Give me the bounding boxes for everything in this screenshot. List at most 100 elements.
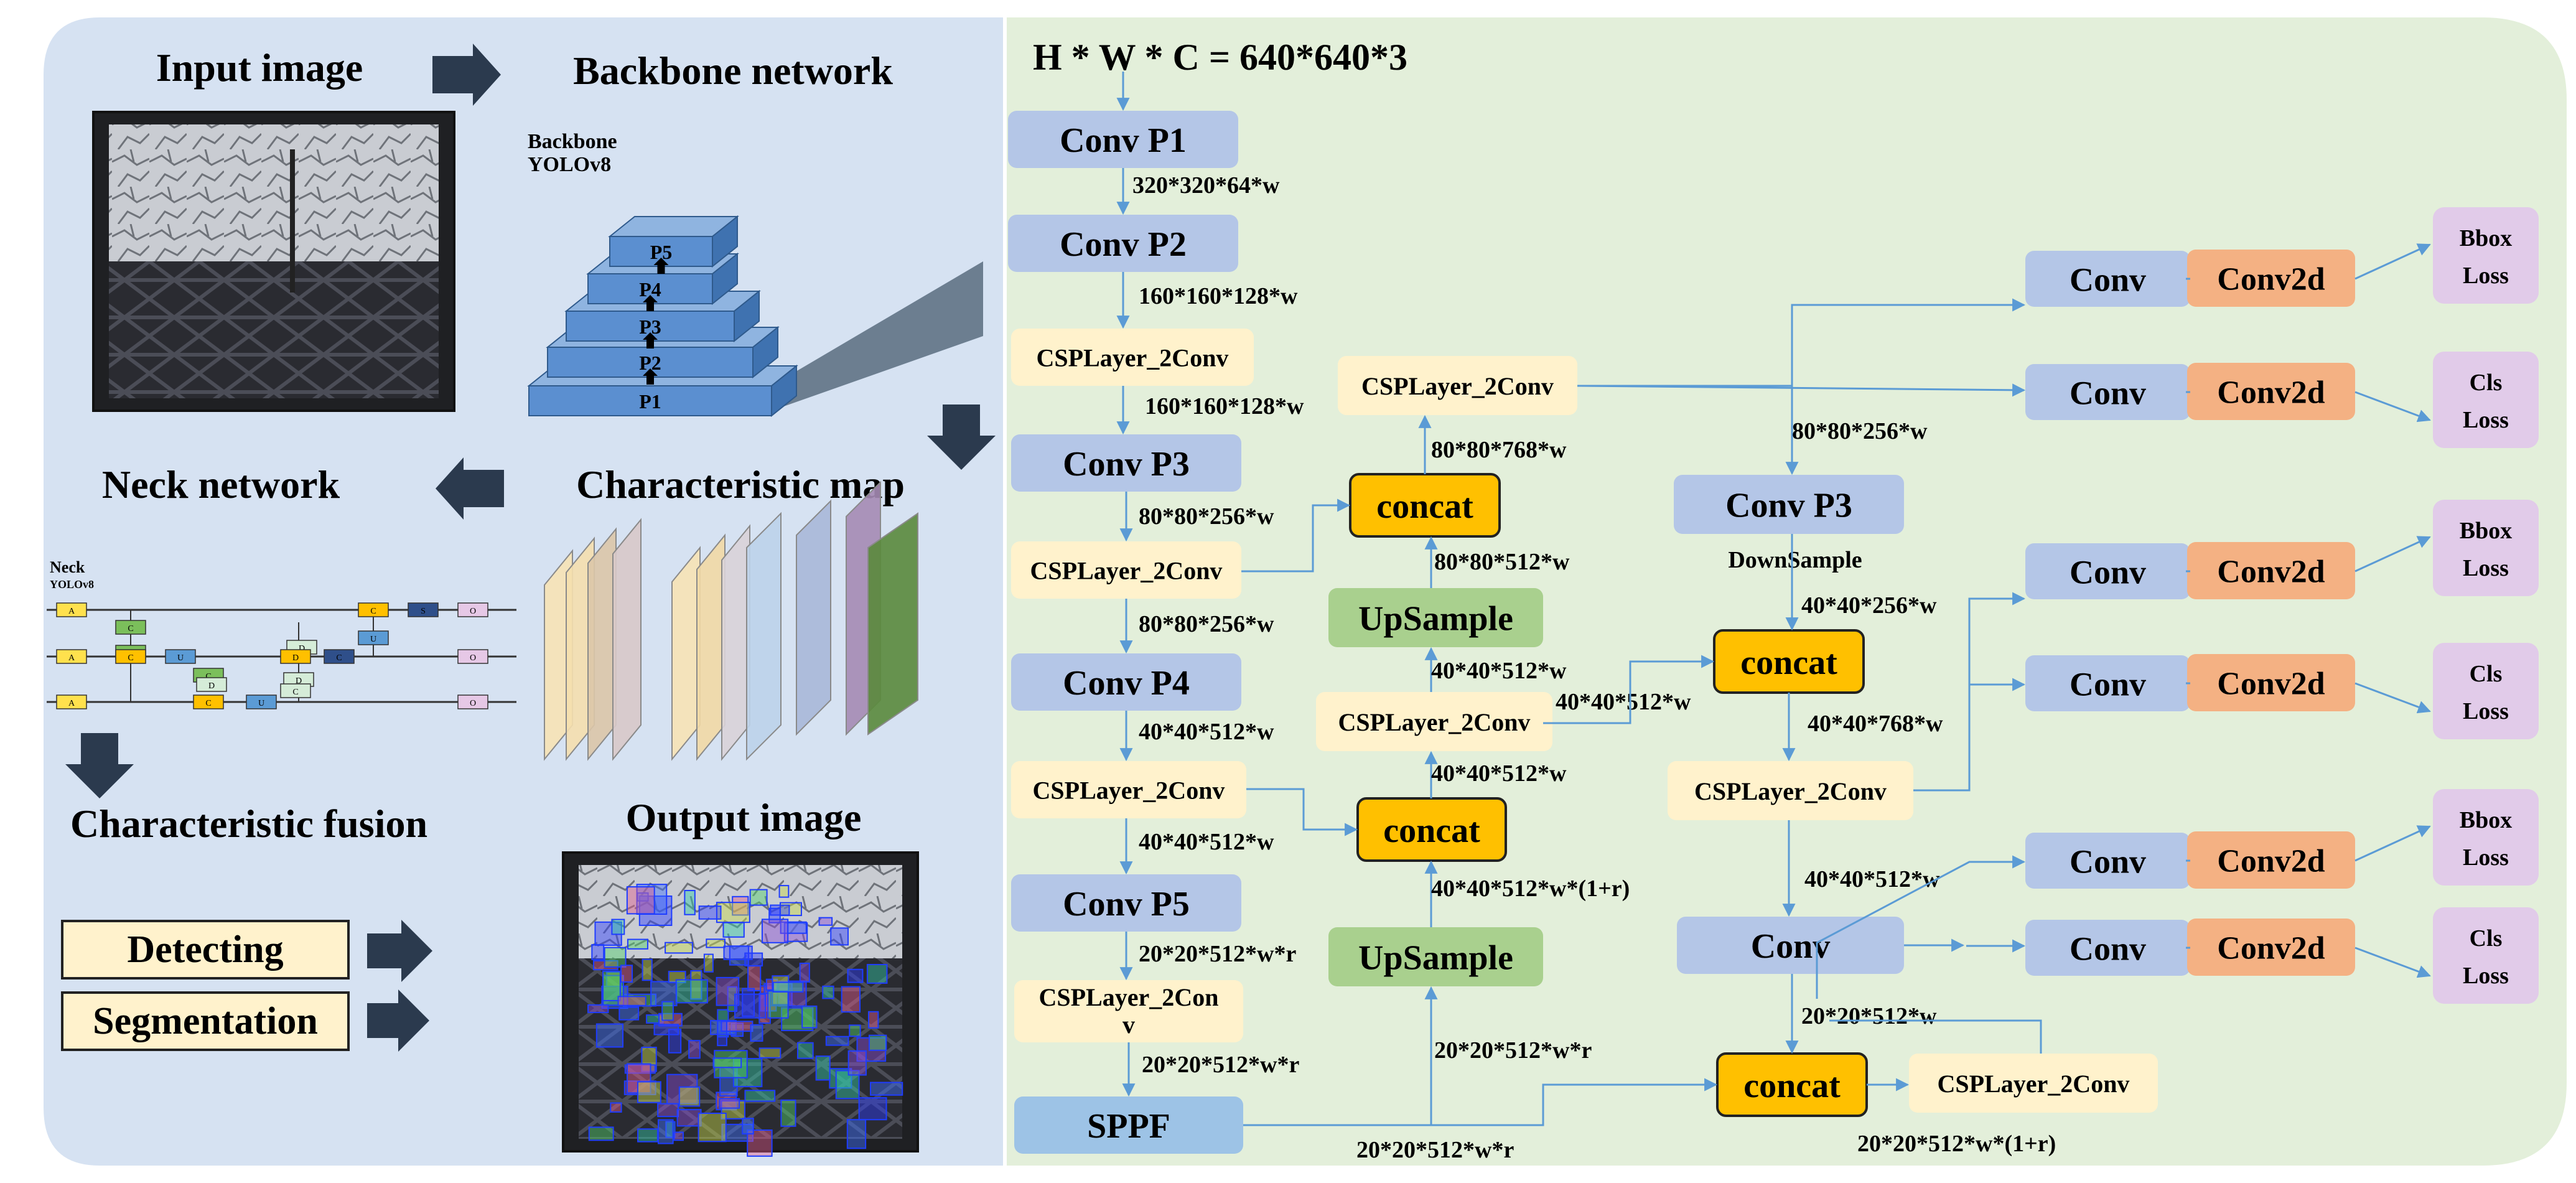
neck-node: A — [56, 649, 87, 664]
detection-box — [706, 938, 726, 948]
neck-node: S — [408, 602, 439, 617]
conv-p3-block: Conv P3 — [1674, 475, 1904, 534]
conv-head-block: Conv — [2025, 543, 2190, 599]
detection-box — [716, 902, 750, 923]
task-detecting: Detecting — [61, 920, 350, 980]
detection-box — [588, 1126, 614, 1141]
svg-text:O: O — [470, 607, 476, 616]
neck-node: C — [193, 694, 224, 709]
detection-box — [703, 953, 714, 973]
concat-block: concat — [1349, 473, 1501, 538]
svg-text:CSPLayer_2Conv: CSPLayer_2Conv — [1938, 1070, 2130, 1098]
detection-box — [799, 962, 810, 983]
detection-box — [587, 1004, 609, 1014]
neck-node: C — [358, 602, 389, 617]
detection-box — [722, 922, 745, 938]
csplayer-block: CSPLayer_2Conv — [1011, 329, 1254, 386]
dimension-label: 40*40*512*w*(1+r) — [1431, 876, 1630, 902]
dimension-label: 80*80*256*w — [1792, 418, 1928, 444]
detection-box — [796, 1042, 814, 1059]
connector-arrow — [2354, 536, 2431, 573]
up-arrow-icon — [643, 295, 658, 311]
feature-map-layer — [721, 524, 750, 761]
svg-text:Conv2d: Conv2d — [2217, 375, 2325, 411]
feature-map-layer — [587, 527, 617, 761]
conv-head-block: Conv — [2025, 364, 2190, 420]
svg-text:Conv: Conv — [2070, 553, 2146, 591]
detection-box — [732, 895, 749, 916]
detection-box — [750, 1024, 763, 1042]
connector-arrow — [2354, 243, 2431, 280]
svg-text:S: S — [421, 607, 426, 616]
conv2d-block: Conv2d — [2187, 919, 2355, 976]
detection-box — [661, 1001, 674, 1021]
characteristic-fusion-title: Characteristic fusion — [70, 802, 427, 846]
detection-box — [618, 1006, 640, 1021]
detection-box — [698, 905, 722, 920]
dimension-label: 20*20*512*w*r — [1434, 1037, 1592, 1064]
input-shape-header: H * W * C = 640*640*3 — [1033, 37, 1407, 78]
dimension-label: 20*20*512*w*r — [1139, 941, 1296, 967]
svg-text:C: C — [205, 672, 211, 681]
detection-box — [617, 996, 646, 1006]
svg-text:CSPLayer_2Conv: CSPLayer_2Conv — [1361, 372, 1554, 400]
detection-box — [744, 1090, 776, 1102]
detection-box — [610, 1102, 622, 1113]
csplayer-block: CSPLayer_2Conv — [1011, 761, 1246, 818]
feature-map-layer — [796, 499, 831, 736]
neck-node: U — [165, 649, 196, 664]
detection-box — [781, 1007, 814, 1031]
backbone-small-label: Backbone — [528, 130, 617, 153]
detection-box — [673, 1131, 684, 1141]
conv-head-block: Conv — [2025, 655, 2190, 711]
detection-box — [870, 1082, 903, 1096]
dimension-label: 40*40*512*w — [1431, 760, 1567, 787]
csplayer-block: CSPLayer_2Conv — [1668, 761, 1913, 820]
detection-box — [730, 1022, 744, 1037]
svg-text:D: D — [208, 681, 215, 691]
svg-text:concat: concat — [1383, 811, 1480, 850]
detection-box — [626, 886, 655, 915]
svg-text:A: A — [68, 653, 75, 663]
neck-node: O — [457, 649, 488, 664]
feature-map-layer — [696, 533, 726, 761]
detection-box — [815, 1055, 831, 1081]
svg-text:Conv: Conv — [2070, 843, 2146, 880]
detection-box — [825, 1036, 849, 1046]
svg-text:Conv: Conv — [2070, 665, 2146, 703]
dimension-label: 160*160*128*w — [1139, 283, 1298, 309]
neck-node: U — [246, 694, 277, 709]
detection-box — [772, 975, 790, 1006]
svg-text:Conv2d: Conv2d — [2217, 262, 2325, 297]
detection-box — [591, 944, 605, 960]
svg-text:U: U — [177, 653, 184, 663]
right-arrow-icon — [367, 989, 429, 1052]
conv-p1-block: Conv P1 — [1008, 111, 1238, 168]
svg-text:Bbox: Bbox — [2460, 518, 2512, 544]
detection-box — [657, 1103, 679, 1118]
svg-text:Cls: Cls — [2470, 370, 2503, 396]
dimension-label: 20*20*512*w*r — [1356, 1137, 1514, 1163]
svg-text:C: C — [370, 607, 376, 616]
detection-box — [637, 1081, 661, 1103]
svg-text:Conv P2: Conv P2 — [1060, 225, 1187, 264]
conv2d-block: Conv2d — [2187, 654, 2355, 711]
sppf-block: SPPF — [1014, 1096, 1243, 1154]
svg-text:Loss: Loss — [2463, 963, 2509, 989]
dimension-label: 80*80*256*w — [1139, 503, 1274, 530]
svg-text:C: C — [336, 653, 342, 663]
input-image-title: Input image — [156, 45, 363, 90]
detection-box — [767, 990, 789, 1019]
dimension-label: 80*80*768*w — [1431, 437, 1567, 463]
dimension-label: 40*40*512*w — [1804, 866, 1940, 892]
neck-network-title: Neck network — [102, 462, 340, 507]
conv-head-block: Conv — [2025, 920, 2190, 976]
svg-text:Conv: Conv — [2070, 374, 2146, 411]
feature-map-layer — [671, 546, 701, 761]
svg-text:CSPLayer_2Conv: CSPLayer_2Conv — [1694, 777, 1887, 805]
backbone-network-title: Backbone network — [573, 49, 893, 93]
svg-text:Cls: Cls — [2470, 661, 2503, 687]
